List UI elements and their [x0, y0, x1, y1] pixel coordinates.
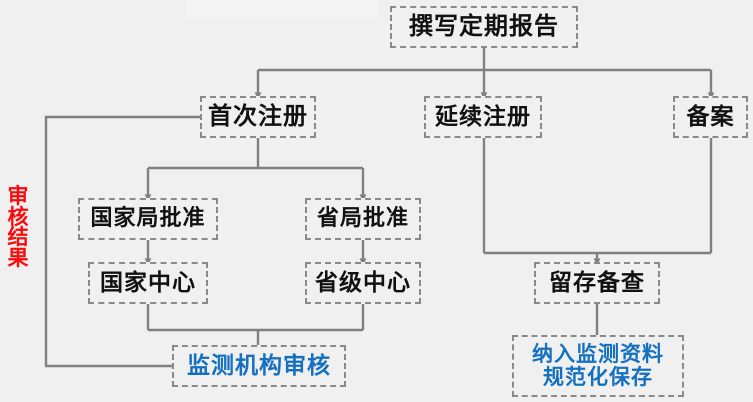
node-monitoring-review[interactable]: 监测机构审核	[172, 345, 346, 387]
node-provincial-bureau[interactable]: 省局批准	[305, 198, 421, 240]
node-archive-records[interactable]: 纳入监测资料 规范化保存	[512, 335, 684, 397]
node-retain-for-check[interactable]: 留存备查	[534, 262, 660, 304]
node-renewal-registration-label: 延续注册	[435, 103, 531, 130]
node-monitoring-review-label: 监测机构审核	[187, 352, 331, 379]
node-write-report-label: 撰写定期报告	[409, 12, 559, 41]
node-renewal-registration[interactable]: 延续注册	[424, 96, 542, 138]
node-first-registration[interactable]: 首次注册	[200, 96, 316, 138]
node-write-report[interactable]: 撰写定期报告	[390, 6, 578, 48]
node-national-bureau[interactable]: 国家局批准	[78, 198, 218, 240]
node-filing[interactable]: 备案	[673, 96, 748, 138]
node-retain-for-check-label: 留存备查	[549, 269, 645, 296]
node-national-bureau-label: 国家局批准	[90, 206, 206, 232]
node-provincial-bureau-label: 省局批准	[316, 206, 409, 232]
node-provincial-center-label: 省级中心	[315, 269, 411, 296]
side-label-review-result: 审核结果	[7, 184, 29, 270]
node-national-center-label: 国家中心	[100, 269, 196, 296]
node-filing-label: 备案	[686, 103, 735, 130]
node-national-center[interactable]: 国家中心	[88, 262, 208, 304]
wire-feedback-to-first-registration	[44, 115, 200, 368]
node-archive-records-label: 纳入监测资料 规范化保存	[532, 342, 664, 389]
node-provincial-center[interactable]: 省级中心	[305, 262, 421, 304]
node-first-registration-label: 首次注册	[208, 102, 308, 131]
